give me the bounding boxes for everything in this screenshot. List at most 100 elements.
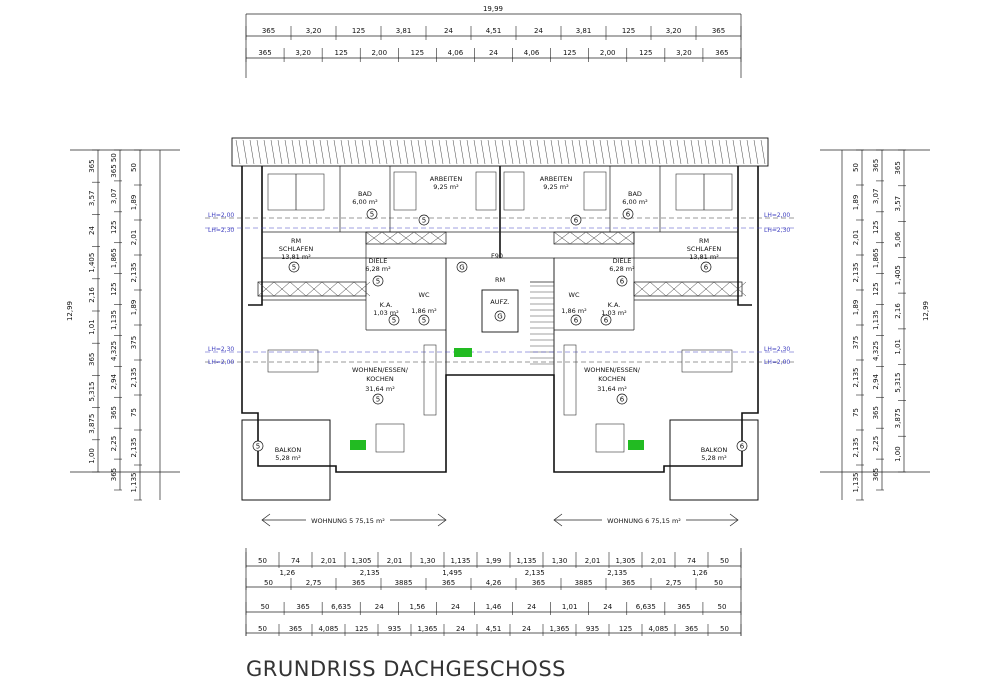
room-area: 6,00 m² — [622, 198, 648, 206]
room-area: 13,81 m² — [281, 253, 311, 261]
dimension-label: 2,16 — [88, 287, 96, 303]
dimension-label: 125 — [872, 282, 880, 295]
room-rm: RM — [699, 237, 709, 245]
dimension-label: 365 — [872, 159, 880, 172]
dimension-label: 1,01 — [88, 319, 96, 335]
dimension-label: 50 — [718, 603, 727, 611]
room-area: 5,28 m² — [701, 454, 727, 462]
room-name: WOHNEN/ESSEN/ — [584, 366, 641, 374]
dimension-label: 2,00 — [371, 49, 387, 57]
room-name: BALKON — [701, 446, 728, 454]
dimension-label: 4,325 — [872, 341, 880, 361]
dimension-label: 375 — [130, 336, 138, 349]
dimension-label: 1,01 — [562, 603, 578, 611]
svg-text:6: 6 — [574, 317, 579, 325]
dimension-label: 6,635 — [331, 603, 351, 611]
room-area: 1,03 m² — [373, 309, 399, 317]
dimension-label: 2,94 — [110, 373, 118, 389]
dimension-label: 2,135 — [852, 262, 860, 282]
dimension-label: 50 — [852, 163, 860, 172]
room-area: 9,25 m² — [543, 183, 569, 191]
dimension-label: 2,135 — [525, 569, 545, 577]
dimension-label: 1,305 — [615, 557, 635, 565]
dimension-label: 2,25 — [110, 436, 118, 452]
dimension-label: 2,01 — [585, 557, 601, 565]
lh-label: LH=2,30 — [764, 227, 790, 234]
svg-text:5: 5 — [422, 217, 426, 225]
unit-number-badge: 6 — [616, 275, 628, 287]
dimension-label: 74 — [291, 557, 300, 565]
lh-label: LH=2,00 — [208, 359, 234, 366]
dimension-label: 1,135 — [110, 310, 118, 330]
dimension-label: 2,135 — [607, 569, 627, 577]
svg-text:5: 5 — [292, 264, 296, 272]
unit-number-badge: 5 — [252, 440, 264, 452]
dimension-label: 3,20 — [666, 27, 682, 35]
room-name: K.A. — [380, 301, 393, 309]
dimension-label: 2,75 — [666, 579, 682, 587]
unit-number-badge: 5 — [372, 393, 384, 405]
room-name: KOCHEN — [366, 375, 394, 383]
dimension-label: 365 — [88, 353, 96, 366]
dimension-label: 24 — [489, 49, 498, 57]
dimension-label: 365 — [110, 468, 118, 481]
left-total-dim: 12,99 — [66, 301, 74, 321]
dimension-label: 3,81 — [576, 27, 592, 35]
top-total-dim: 19,99 — [483, 5, 503, 13]
room-name: ARBEITEN — [540, 175, 573, 183]
dimension-label: 2,75 — [306, 579, 322, 587]
dimension-label: 5,06 — [894, 231, 902, 247]
dimension-label: 125 — [563, 49, 576, 57]
dimension-label: 1,405 — [894, 265, 902, 285]
dimension-label: 24 — [451, 603, 460, 611]
dimension-label: 24 — [522, 625, 531, 633]
dimension-label: 4,26 — [486, 579, 502, 587]
dimension-label: 3,57 — [894, 196, 902, 212]
unit-number-badge: 6 — [570, 214, 582, 226]
dimension-label: 3,81 — [396, 27, 412, 35]
dimension-label: 1,30 — [420, 557, 436, 565]
dimension-label: 1,135 — [516, 557, 536, 565]
dimension-label: 365 — [110, 406, 118, 419]
dimension-label: 2,01 — [852, 230, 860, 246]
svg-text:5: 5 — [422, 317, 426, 325]
svg-text:6: 6 — [620, 396, 625, 404]
svg-text:5: 5 — [370, 211, 374, 219]
dimension-label: 125 — [355, 625, 368, 633]
unit-5-summary: WOHNUNG 5 75,15 m² — [311, 517, 385, 525]
dimension-label: 2,25 — [872, 436, 880, 452]
room-name: ARBEITEN — [430, 175, 463, 183]
dimension-label: 50 — [258, 557, 267, 565]
dimension-label: 125 — [110, 221, 118, 234]
dimension-label: 2,16 — [894, 303, 902, 319]
room-name: DIELE — [613, 257, 632, 265]
dimension-label: 1,865 — [110, 248, 118, 268]
dimension-label: 365 — [262, 27, 275, 35]
dimension-label: 365 — [622, 579, 635, 587]
room-area: 9,25 m² — [433, 183, 459, 191]
room-name: WC — [419, 291, 430, 299]
unit-number-badge: 5 — [288, 261, 300, 273]
unit-number-badge: 6 — [700, 261, 712, 273]
dimension-label: 2,01 — [387, 557, 403, 565]
dimension-label: 365 — [894, 161, 902, 174]
unit-number-badge: 6 — [600, 314, 612, 326]
dimension-label: 365 — [532, 579, 545, 587]
lh-label: LH=2,30 — [764, 346, 790, 353]
dimension-label: 4,325 — [110, 341, 118, 361]
green-marker — [350, 440, 366, 450]
unit-number-badge: 6 — [622, 208, 634, 220]
dimension-label: 1,26 — [692, 569, 708, 577]
dimension-label: 50 — [714, 579, 723, 587]
room-name: K.A. — [608, 301, 621, 309]
building — [205, 137, 795, 501]
dimension-label: 1,00 — [88, 448, 96, 464]
dimension-label: 1,135 — [872, 310, 880, 330]
svg-text:5: 5 — [392, 317, 396, 325]
lh-labels: LH=2,00 LH=2,30 LH=2,30 LH=2,00 LH=2,00 … — [208, 212, 790, 366]
dimension-label: 3,07 — [872, 189, 880, 205]
dimension-label: 1,89 — [852, 195, 860, 211]
dimension-label: 125 — [110, 282, 118, 295]
